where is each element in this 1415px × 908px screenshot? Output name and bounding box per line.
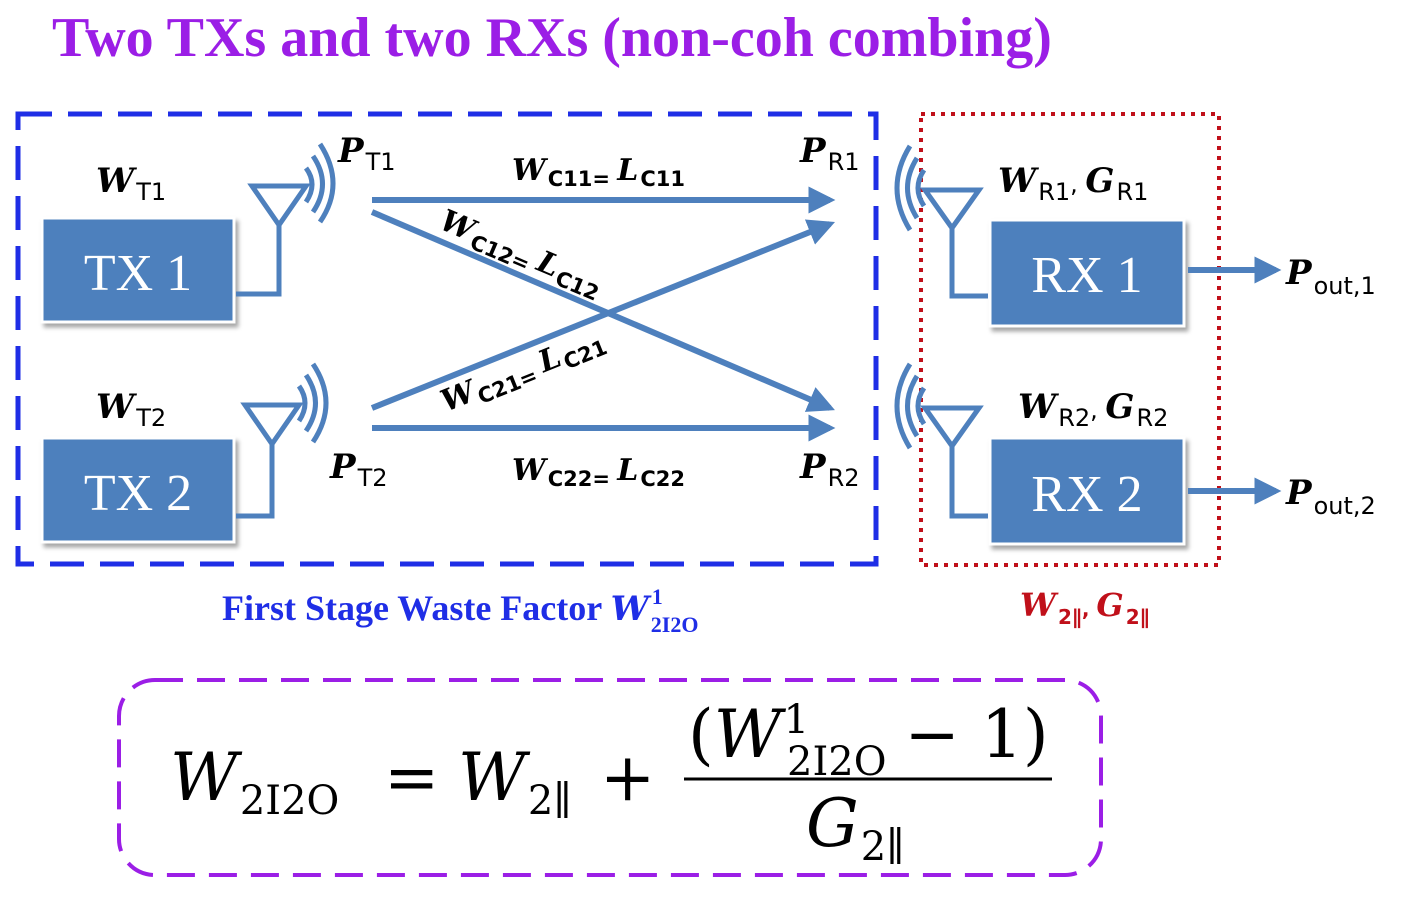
rx2-power-label: PR2 (799, 447, 860, 492)
tx1-power-label: PT1 (337, 131, 396, 176)
rx1-label: RX 1 (1031, 247, 1142, 304)
stage1-border (15, 111, 879, 567)
output2-power-label: Pout,2 (1285, 473, 1376, 520)
link-c12-arrow (370, 209, 835, 412)
tx1-box: TX 1 (40, 216, 236, 324)
tx2-power-label: PT2 (329, 447, 388, 492)
rx2-antenna-icon (894, 362, 988, 519)
rx1-antenna-icon (894, 144, 988, 299)
stage2-border (919, 112, 1221, 567)
link-c12-label: WC12= LC12 (434, 203, 608, 306)
equation-box (117, 678, 1103, 877)
page-title: Two TXs and two RXs (non-coh combing) (52, 7, 1052, 69)
tx1-label: TX 1 (84, 245, 192, 302)
rx1-waste-gain-label: WR1, GR1 (998, 161, 1148, 206)
tx2-antenna-icon (236, 362, 329, 519)
equation-lhs: W2I2O (170, 739, 339, 824)
rx2-label: RX 2 (1031, 466, 1142, 523)
equation-plus: + (600, 739, 655, 816)
tx1-antenna-icon (236, 142, 336, 297)
output1-power-label: Pout,1 (1285, 253, 1376, 300)
tx1-waste-label: WT1 (96, 161, 166, 206)
equation-term1: W2∥ (458, 739, 572, 824)
link-c21-arrow (370, 219, 836, 411)
rx1-box: RX 1 (988, 218, 1186, 328)
link-c22-label: WC22= LC22 (512, 453, 685, 491)
tx2-label: TX 2 (84, 465, 192, 522)
rx1-power-label: PR1 (799, 131, 860, 176)
tx2-waste-label: WT2 (96, 387, 166, 432)
equation-equals: = (384, 739, 439, 816)
equation-denominator: G2∥ (806, 785, 905, 870)
tx2-box: TX 2 (40, 436, 236, 544)
rx2-box: RX 2 (988, 436, 1186, 546)
rx2-waste-gain-label: WR2, GR2 (1018, 387, 1168, 432)
link-c11-label: WC11= LC11 (512, 153, 685, 191)
